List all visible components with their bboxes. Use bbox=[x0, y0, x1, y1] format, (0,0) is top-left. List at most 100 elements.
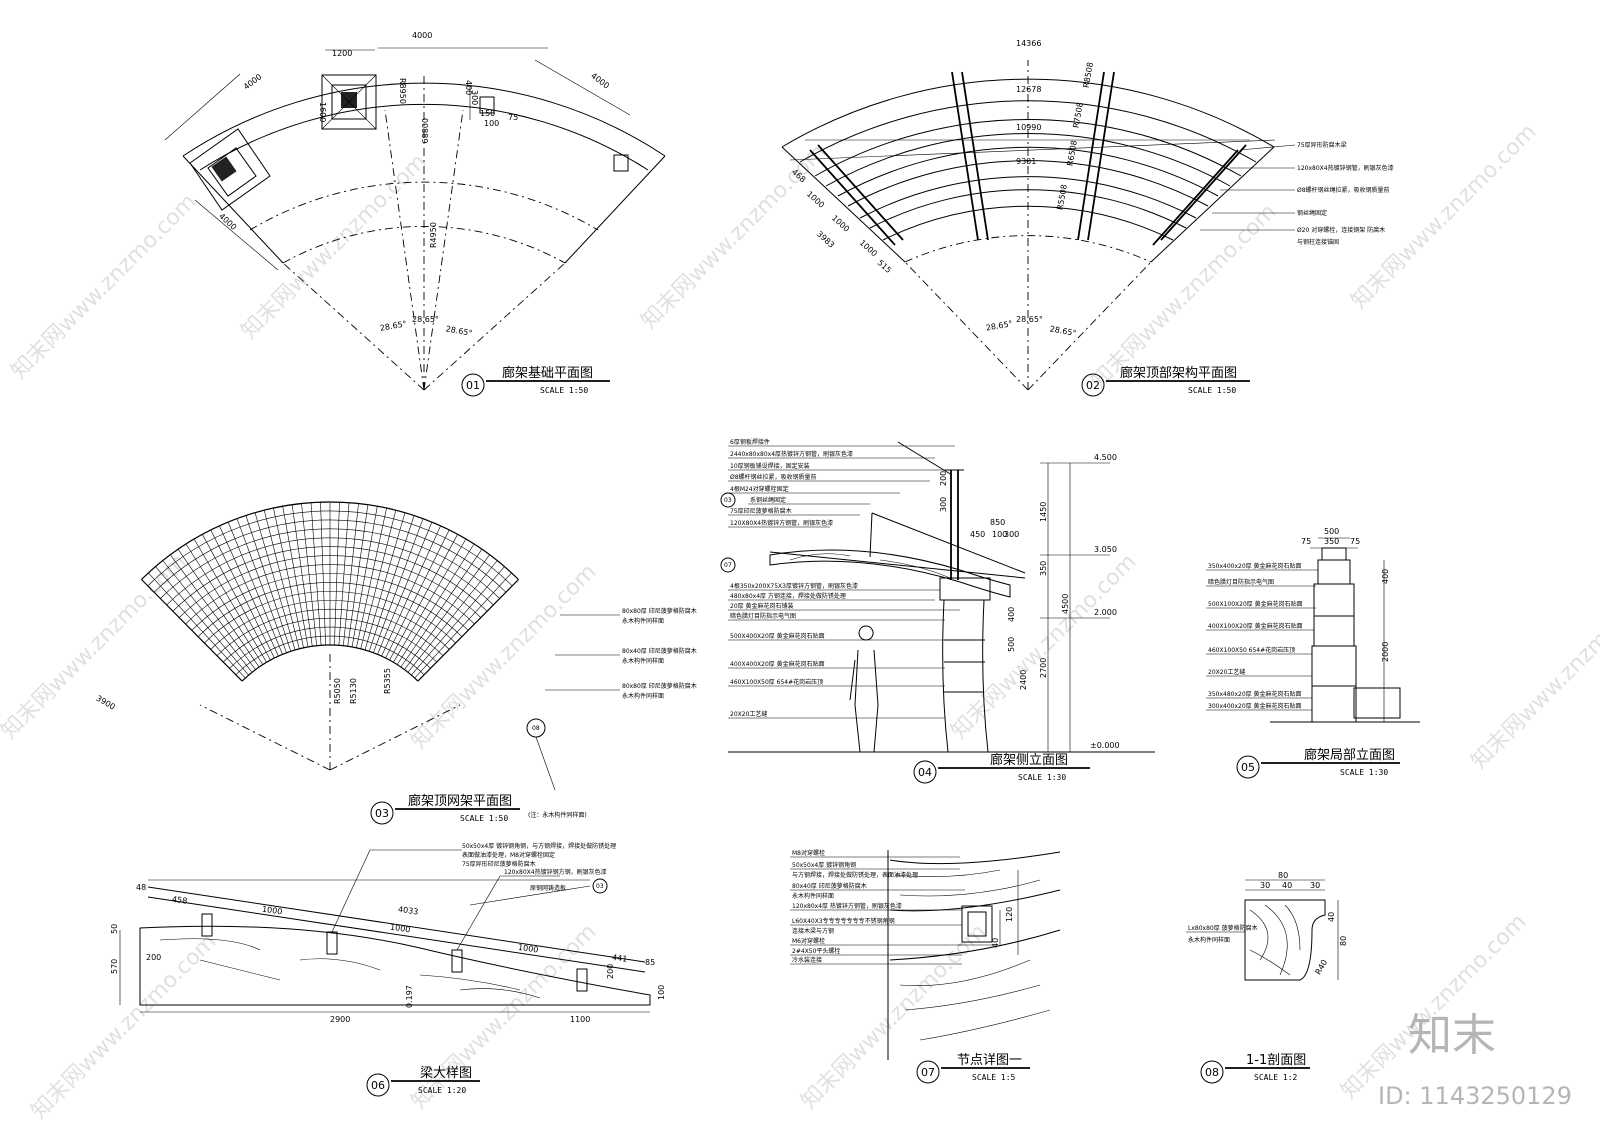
note-label: 20厚 黄金麻花岗石铺装 bbox=[730, 602, 794, 610]
view-title: 1-1剖面图 bbox=[1246, 1053, 1306, 1068]
dim-label: 2400 bbox=[1019, 670, 1028, 690]
view-number: 03 bbox=[375, 807, 389, 820]
view-number: 05 bbox=[1241, 761, 1255, 774]
note-label: 400X400X20厚 黄金麻花岗石贴面 bbox=[730, 660, 825, 668]
watermark-layer: 知末网www.znzmo.com 知末网www.znzmo.com 知末网www… bbox=[0, 119, 1600, 1124]
grid-member bbox=[385, 529, 450, 659]
grid-member bbox=[320, 502, 326, 646]
grid-member bbox=[364, 512, 406, 651]
dim-label: 400 bbox=[1381, 569, 1390, 584]
view-number: 08 bbox=[1205, 1066, 1219, 1079]
grid-member bbox=[210, 529, 275, 659]
dim-label: 1000 bbox=[805, 189, 826, 209]
note-label: L60X40X3专专专专专专专不锈钢角钢 bbox=[792, 917, 895, 925]
dim-label: 75 bbox=[508, 113, 518, 122]
note-label: Ø8螺杆钢丝拉紧，吸收钢质量前 bbox=[730, 473, 817, 481]
dim-label: 30 bbox=[1260, 881, 1270, 890]
watermark-text: 知末网www.znzmo.com bbox=[637, 139, 832, 334]
note-label: 4根350x200X75X3厚镀锌方钢管，刷银灰色漆 bbox=[730, 582, 858, 590]
note-label: 永木构件同样面 bbox=[622, 692, 664, 700]
note-label: 2440x80x80x4厚热镀锌方钢管，刷银灰色漆 bbox=[730, 450, 853, 458]
watermark-text: 知末网www.znzmo.com bbox=[27, 929, 222, 1124]
grid-member bbox=[373, 518, 424, 653]
angle-label: 28.65° bbox=[985, 319, 1013, 333]
grid-member bbox=[155, 566, 249, 676]
dim-label: 400 bbox=[464, 80, 473, 95]
dim-label: 48 bbox=[136, 883, 146, 892]
view-scale: SCALE 1:5 bbox=[972, 1073, 1016, 1082]
grid-member bbox=[407, 560, 498, 673]
view-01-foundation-plan: 4000 1200 4000 4000 4000 R8950 00889 R49… bbox=[164, 31, 666, 397]
grid-member bbox=[310, 502, 322, 646]
view-07-node-detail: 120 40 M8对穿螺栓 50x50x4厚 镀锌钢角钢 与方钢焊接，焊接处做防… bbox=[790, 849, 1061, 1084]
note-label: 永木构件同样面 bbox=[1188, 936, 1230, 944]
grid-member bbox=[141, 579, 243, 682]
dim-label: 10990 bbox=[1016, 123, 1041, 132]
dim-label: R5355 bbox=[383, 668, 392, 694]
dim-label: 2700 bbox=[1039, 658, 1048, 678]
dim-label: 4000 bbox=[412, 31, 432, 40]
dim-label: 50 bbox=[110, 924, 119, 934]
view-number: 02 bbox=[1086, 379, 1100, 392]
view-number: 04 bbox=[918, 766, 932, 779]
dim-label: 1600 bbox=[318, 102, 327, 122]
grid-member bbox=[263, 510, 300, 649]
grid-member bbox=[389, 534, 458, 661]
note-label: 暗色腊灯目防指示电气图 bbox=[730, 612, 796, 620]
view-03-roof-grid-plan: R5050 R5130 R5355 3900 80x80厚 印尼菠萝格防腐木 永… bbox=[95, 501, 697, 825]
dim-label: 200 bbox=[939, 471, 948, 486]
grid-member bbox=[193, 538, 267, 663]
angle-label: 28.65° bbox=[445, 324, 473, 338]
footing-pier bbox=[211, 156, 237, 182]
dim-label: 12678 bbox=[1016, 85, 1041, 94]
detail-callout bbox=[720, 557, 736, 573]
dim-label: R8950 bbox=[398, 78, 407, 104]
dim-label: 300 bbox=[470, 90, 479, 105]
angle-label: 28.65° bbox=[1049, 324, 1077, 338]
dim-label: 3983 bbox=[815, 229, 836, 249]
dim-label: 200 bbox=[146, 953, 161, 962]
note-label: 80x80厚 印尼菠萝格防腐木 bbox=[622, 682, 697, 690]
view-scale: SCALE 1:50 bbox=[540, 386, 588, 395]
note-label: M8对穿螺栓 bbox=[792, 849, 825, 857]
dim-label: 120 bbox=[1005, 907, 1014, 922]
watermark-text: 知末网www.znzmo.com bbox=[407, 559, 602, 754]
dim-label: 30 bbox=[1310, 881, 1320, 890]
grid-member bbox=[400, 549, 483, 668]
grid-member bbox=[241, 644, 419, 682]
view-title: 梁大样图 bbox=[420, 1066, 472, 1081]
dim-label: R7508 bbox=[1071, 102, 1084, 129]
note-label: 75厚印尼菠萝格防腐木 bbox=[730, 507, 792, 515]
view-number-circle bbox=[916, 1060, 940, 1084]
note-label: 480x80x4厚 方钢连接，焊接处做防锈处理 bbox=[730, 592, 846, 600]
dim-label: 500 bbox=[1324, 527, 1339, 536]
grid-member bbox=[219, 525, 279, 657]
id-watermark: ID: 1143250129 bbox=[1378, 1082, 1572, 1110]
grid-member bbox=[301, 503, 317, 646]
dim-label: 100 bbox=[992, 530, 1007, 539]
dim-label: 500 bbox=[1007, 637, 1016, 652]
dim-label: 40 bbox=[1327, 912, 1336, 922]
grid-member bbox=[254, 512, 296, 651]
view-number-circle bbox=[370, 801, 394, 825]
callout-number: 08 bbox=[532, 725, 540, 732]
brand-watermark: 知末 bbox=[1408, 1010, 1496, 1061]
dim-label: R6508 bbox=[1065, 140, 1078, 167]
view-scale: SCALE 1:30 bbox=[1340, 768, 1388, 777]
dim-label: R5050 bbox=[333, 678, 342, 704]
note-label: 120X80X4热镀锌方钢管，刷银灰色漆 bbox=[730, 519, 833, 527]
watermark-text: 知末网www.znzmo.com bbox=[1347, 119, 1542, 314]
view-number-circle bbox=[1081, 373, 1105, 397]
dim-label: 100 bbox=[484, 119, 499, 128]
dim-label: 1000 bbox=[517, 943, 538, 955]
dim-label: 4000 bbox=[589, 71, 611, 90]
note-label: 75厚异形防腐木梁 bbox=[1297, 141, 1347, 149]
timber-section bbox=[1244, 899, 1326, 981]
view-title: 节点详图一 bbox=[957, 1053, 1022, 1068]
dim-label: 1000 bbox=[830, 213, 851, 233]
dim-label: 0.197 bbox=[405, 985, 414, 1008]
note-label: 20X20工艺缝 bbox=[1208, 668, 1245, 676]
note-label: 4根M24对穿螺栓固定 bbox=[730, 485, 789, 493]
note-label: 120x80x4厚 热镀锌方钢管，刷银灰色漆 bbox=[792, 902, 902, 910]
